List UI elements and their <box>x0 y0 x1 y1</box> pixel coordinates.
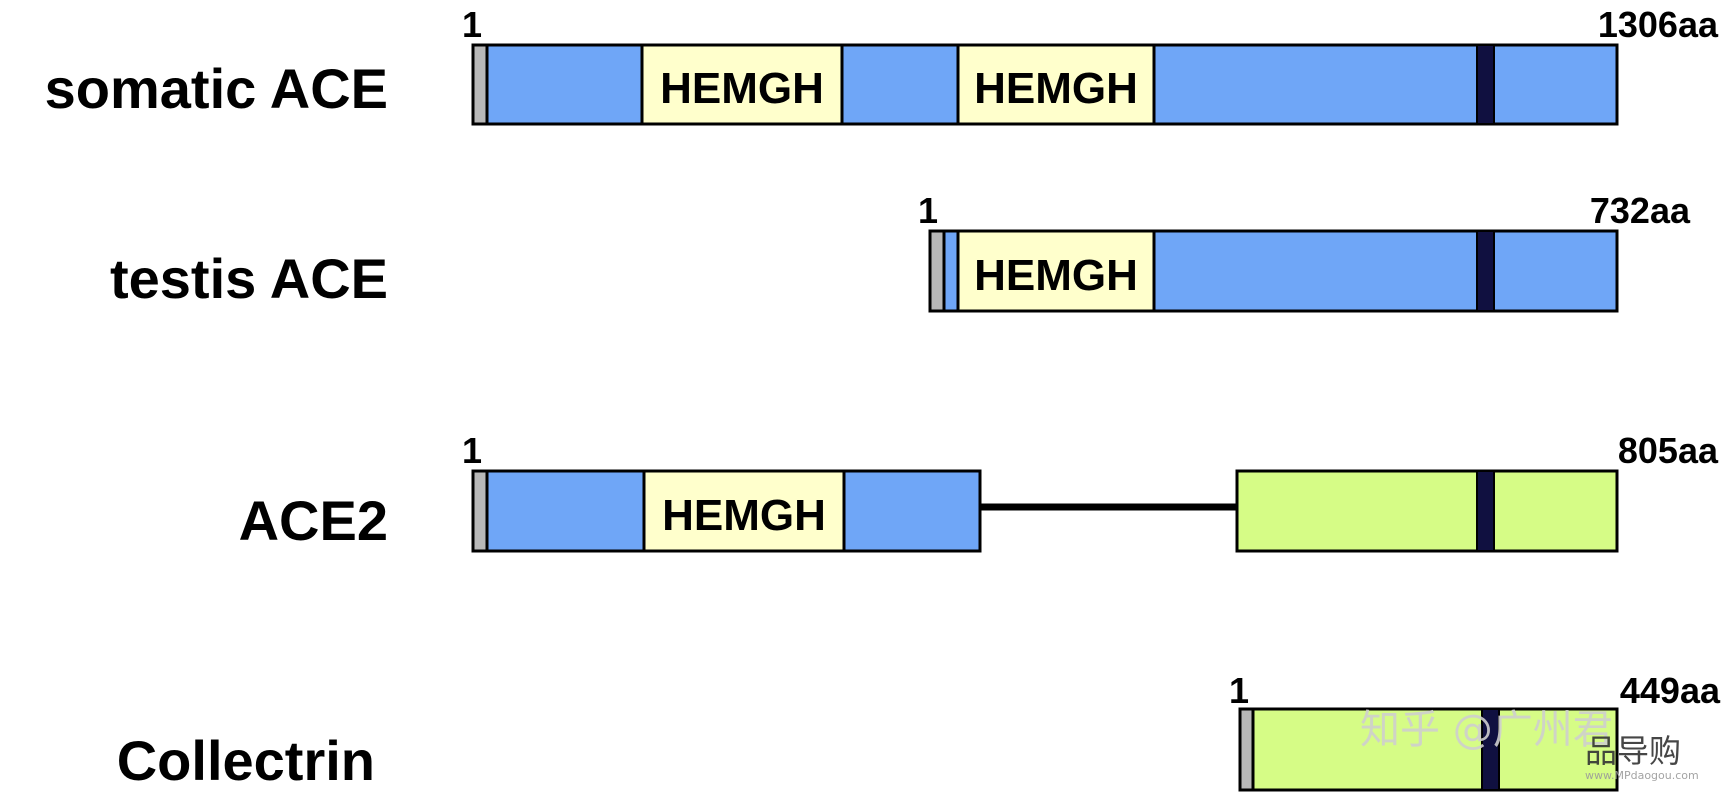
signal-peptide <box>928 229 946 313</box>
hemgh-motif-label: HEMGH <box>974 251 1138 300</box>
collectrin-homology-domain <box>1238 707 1619 792</box>
end-label: 1306aa <box>1598 4 1719 45</box>
collectrin-homology-domain <box>1235 469 1619 553</box>
transmembrane-segment <box>1481 708 1500 791</box>
transmembrane-segment <box>1476 44 1495 125</box>
hemgh-motif-label: HEMGH <box>974 64 1138 113</box>
start-label: 1 <box>918 190 938 231</box>
end-label: 449aa <box>1620 670 1721 711</box>
protein-row-collectrin: Collectrin 1 449aa <box>117 670 1721 792</box>
watermark-logo-text: 品导购 <box>1585 732 1681 770</box>
signal-peptide <box>471 43 489 126</box>
transmembrane-segment <box>1476 470 1495 552</box>
watermark-text: 知乎 @广州君 <box>1360 707 1613 753</box>
protein-row-ace2: ACE2 1 805aa HEMGH <box>239 430 1719 553</box>
transmembrane-segment <box>1476 230 1495 312</box>
start-label: 1 <box>462 4 482 45</box>
hemgh-motif <box>956 43 1156 126</box>
end-label: 805aa <box>1618 430 1719 471</box>
protein-row-somatic-ace: somatic ACE 1 1306aa HEMGH HEMGH <box>45 4 1719 126</box>
protein-row-testis-ace: testis ACE 1 732aa HEMGH <box>110 190 1691 313</box>
protein-name: testis ACE <box>110 247 388 310</box>
end-label: 732aa <box>1590 190 1691 231</box>
signal-peptide <box>471 469 489 553</box>
protein-name: ACE2 <box>239 489 388 552</box>
hemgh-motif-label: HEMGH <box>660 64 824 113</box>
watermark-logo-url: www.MPdaogou.com <box>1585 769 1699 782</box>
protein-name: Collectrin <box>117 729 375 792</box>
hemgh-motif <box>956 229 1156 313</box>
watermark: 知乎 @广州君 品导购 www.MPdaogou.com <box>1360 707 1699 782</box>
protein-name: somatic ACE <box>45 57 388 120</box>
hemgh-motif <box>640 43 844 126</box>
start-label: 1 <box>1229 670 1249 711</box>
signal-peptide <box>1238 707 1255 792</box>
hemgh-motif <box>642 469 846 553</box>
hemgh-motif-label: HEMGH <box>662 491 826 540</box>
start-label: 1 <box>462 430 482 471</box>
